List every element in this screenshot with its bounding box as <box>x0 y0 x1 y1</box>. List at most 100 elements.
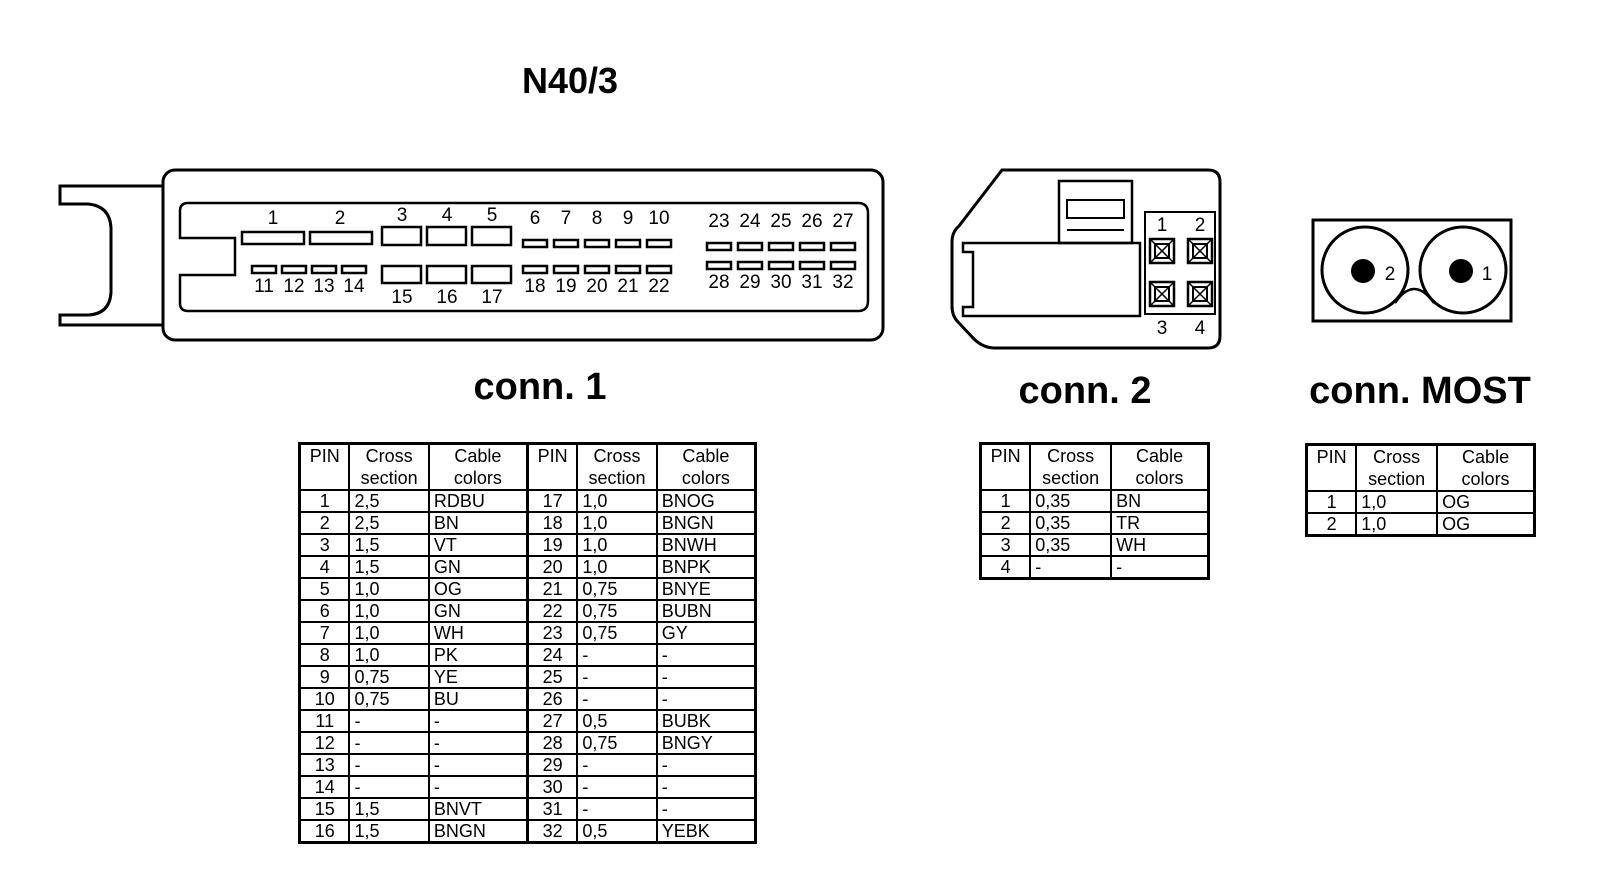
cross-section-cell: 0,5 <box>576 819 658 844</box>
cable-color-cell: - <box>427 753 529 777</box>
col-pin: PIN <box>979 442 1032 491</box>
cable-color-cell: - <box>1110 555 1210 580</box>
cross-section-cell: 1,5 <box>348 555 430 579</box>
cable-color-cell: VT <box>427 533 529 557</box>
pin-cell: 18 <box>525 511 579 535</box>
pin-number: 20 <box>586 276 607 297</box>
pin-number: 16 <box>436 287 457 308</box>
col-pin: PIN <box>525 442 579 491</box>
pin-slot <box>310 264 338 275</box>
pin-cell: 22 <box>525 599 579 623</box>
col-cable-colors: Cable colors <box>655 442 757 491</box>
cable-color-cell: PK <box>427 643 529 667</box>
pin-cell: 15 <box>298 797 351 821</box>
most-pin-label-2: 2 <box>1385 264 1396 285</box>
col-cable-colors: Cable colors <box>1110 442 1210 491</box>
pin-slot <box>552 264 580 275</box>
pin-cell: 2 <box>979 511 1032 535</box>
cross-section-cell: 0,5 <box>576 709 658 733</box>
pin-slot <box>583 238 611 249</box>
cable-color-cell: BNGY <box>655 731 757 755</box>
pin-cell: 1 <box>298 489 351 513</box>
cross-section-cell: 1,5 <box>348 533 430 557</box>
cable-color-cell: - <box>427 731 529 755</box>
cross-section-cell: 1,0 <box>576 511 658 535</box>
cross-section-cell: 1,0 <box>576 489 658 513</box>
pin-slot <box>614 238 642 249</box>
conn2-latch-outer <box>1057 179 1134 245</box>
pin-number: 22 <box>648 276 669 297</box>
pin-cell: 6 <box>298 599 351 623</box>
pin-number: 26 <box>801 211 822 232</box>
cable-color-cell: BNVT <box>427 797 529 821</box>
pin-cell: 24 <box>525 643 579 667</box>
cross-section-cell: 1,0 <box>576 555 658 579</box>
cross-section-cell: - <box>348 753 430 777</box>
pin-number: 9 <box>623 208 634 229</box>
cable-color-cell: - <box>427 775 529 799</box>
pin-cell: 4 <box>979 555 1032 580</box>
pin-number: 21 <box>617 276 638 297</box>
pin-slot <box>340 264 368 275</box>
cross-section-cell: 1,5 <box>348 819 430 844</box>
conn2-latch-inner <box>1066 199 1125 219</box>
pin-cell: 5 <box>298 577 351 601</box>
pin-cell: 2 <box>1305 512 1358 537</box>
cross-section-cell: 0,35 <box>1029 533 1113 557</box>
cable-color-cell: BUBN <box>655 599 757 623</box>
pin-number: 19 <box>555 276 576 297</box>
cross-section-cell: 1,0 <box>348 621 430 645</box>
cable-color-cell: WH <box>427 621 529 645</box>
cable-color-cell: BNOG <box>655 489 757 513</box>
pin-number: 2 <box>1195 215 1206 236</box>
cross-section-cell: - <box>576 797 658 821</box>
cross-section-cell: 0,75 <box>576 577 658 601</box>
pin-slot <box>767 241 795 252</box>
cross-section-cell: 1,0 <box>576 533 658 557</box>
col-cable-colors: Cable colors <box>1436 443 1536 492</box>
most-body <box>1311 218 1513 323</box>
most-label: conn. MOST <box>1309 370 1531 412</box>
pin-slot <box>425 264 468 285</box>
pin-number: 25 <box>770 211 791 232</box>
pin-cell: 28 <box>525 731 579 755</box>
col-cross-section: Cross section <box>348 442 430 491</box>
pin-number: 2 <box>335 208 346 229</box>
pin-cell: 17 <box>525 489 579 513</box>
cross-section-cell: - <box>576 665 658 689</box>
table-row: 13--29-- <box>298 753 757 777</box>
pin-number: 5 <box>487 205 498 226</box>
pin-slot <box>705 260 733 271</box>
pin-number: 1 <box>1157 215 1168 236</box>
col-pin: PIN <box>1305 443 1358 492</box>
pin-slot <box>250 264 278 275</box>
pin-slot <box>829 241 857 252</box>
pin-cell: 27 <box>525 709 579 733</box>
table-header: PIN Cross section Cable colors <box>979 442 1210 491</box>
col-cross-section: Cross section <box>576 442 658 491</box>
cable-color-cell: BNGN <box>427 819 529 844</box>
pin-number: 4 <box>442 205 453 226</box>
pin-number: 24 <box>739 211 761 232</box>
pin-cell: 8 <box>298 643 351 667</box>
cross-section-cell: 0,35 <box>1029 489 1113 513</box>
pin-cell: 30 <box>525 775 579 799</box>
pin-number: 4 <box>1195 318 1206 339</box>
most-pin-1 <box>1449 259 1473 283</box>
pin-cell: 26 <box>525 687 579 711</box>
cable-color-cell: - <box>655 775 757 799</box>
pin-slot <box>240 230 306 246</box>
cable-color-cell: WH <box>1110 533 1210 557</box>
